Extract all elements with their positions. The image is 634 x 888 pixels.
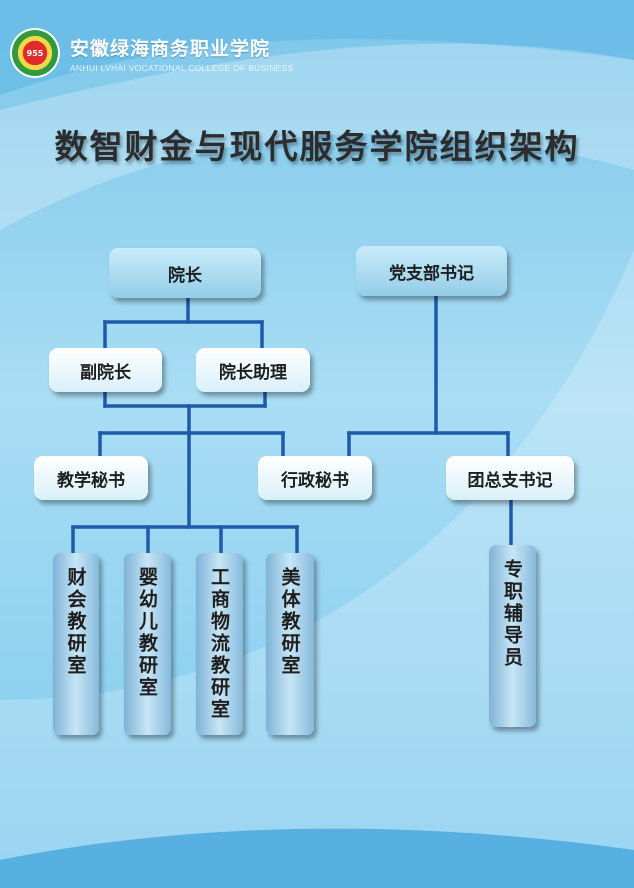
node-vice-dean-label: 副院长 [80, 362, 131, 383]
node-league-secretary-label: 团总支书记 [467, 470, 553, 491]
node-dean: 院长 [109, 248, 261, 298]
node-beauty-office: 美体教研室 [266, 553, 314, 735]
node-party-secretary: 党支部书记 [356, 246, 507, 296]
node-beauty-office-label: 美体教研室 [278, 567, 301, 677]
node-finance-office-label: 财会教研室 [64, 567, 87, 677]
node-teaching-secretary-label: 教学秘书 [57, 470, 125, 491]
school-header: 955 安徽绿海商务职业学院 ANHUI LVHAI VOCATIONAL CO… [10, 28, 294, 78]
node-logistics-office: 工商物流教研室 [196, 553, 243, 735]
node-league-secretary: 团总支书记 [446, 456, 574, 500]
node-dean-assistant-label: 院长助理 [219, 362, 287, 383]
school-logo: 955 [10, 28, 60, 78]
logo-text: 955 [26, 48, 44, 58]
node-admin-secretary-label: 行政秘书 [281, 470, 349, 491]
node-counselor: 专职辅导员 [489, 545, 536, 727]
school-name-en: ANHUI LVHAI VOCATIONAL COLLEGE OF BUSINE… [70, 62, 294, 73]
node-party-secretary-label: 党支部书记 [389, 263, 474, 284]
node-finance-office: 财会教研室 [53, 553, 99, 735]
node-teaching-secretary: 教学秘书 [34, 456, 148, 500]
page-title: 数智财金与现代服务学院组织架构 [54, 127, 580, 166]
node-vice-dean: 副院长 [49, 348, 162, 392]
school-name-cn: 安徽绿海商务职业学院 [70, 37, 271, 60]
node-dean-label: 院长 [168, 265, 202, 286]
node-logistics-office-label: 工商物流教研室 [208, 567, 230, 721]
node-childcare-office-label: 婴幼儿教研室 [136, 567, 158, 699]
node-admin-secretary: 行政秘书 [258, 456, 372, 500]
node-childcare-office: 婴幼儿教研室 [124, 553, 171, 735]
node-dean-assistant: 院长助理 [196, 348, 310, 392]
node-counselor-label: 专职辅导员 [501, 559, 523, 669]
